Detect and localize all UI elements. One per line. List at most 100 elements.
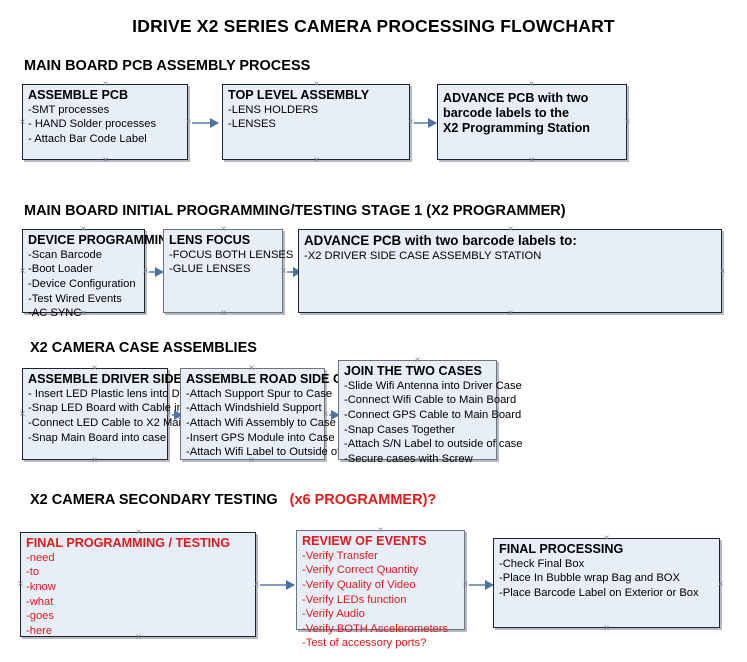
handle-left[interactable]: [18, 410, 27, 419]
box-line: -Attach Windshield Support: [186, 402, 322, 415]
box-top-level-assembly[interactable]: TOP LEVEL ASSEMBLY -LENS HOLDERS -LENSES: [222, 84, 410, 160]
section-heading-text: X2 CAMERA SECONDARY TESTING: [30, 492, 278, 508]
handle-top[interactable]: [602, 534, 611, 543]
handle-left[interactable]: [18, 118, 27, 127]
connector-lensfocus-to-advance: [287, 267, 302, 277]
handle-bottom[interactable]: [101, 156, 110, 165]
handle-right[interactable]: [716, 580, 725, 589]
box-final-processing[interactable]: FINAL PROCESSING -Check Final Box -Place…: [493, 538, 720, 628]
handle-left[interactable]: [16, 580, 25, 589]
box-lens-focus[interactable]: LENS FOCUS -FOCUS BOTH LENSES -GLUE LENS…: [163, 229, 294, 313]
handle-top[interactable]: [527, 80, 536, 89]
box-line: -Snap LED Board with Cable into Case: [28, 402, 222, 415]
handle-right[interactable]: [493, 410, 502, 419]
handle-bottom[interactable]: [134, 633, 143, 642]
connector-toplevel-to-advance: [414, 118, 437, 128]
box-line: -Secure cases with Screw: [344, 452, 473, 465]
box-line: -Place Barcode Label on Exterior or Box: [499, 586, 699, 599]
handle-right[interactable]: [623, 118, 632, 127]
handle-top[interactable]: [506, 225, 515, 234]
box-device-programming[interactable]: DEVICE PROGRAMMING -Scan Barcode -Boot L…: [22, 229, 178, 319]
box-line: -here: [26, 624, 53, 637]
handle-bottom[interactable]: [527, 156, 536, 165]
box-review-of-events[interactable]: REVIEW OF EVENTS -Verify Transfer -Verif…: [296, 530, 465, 649]
box-header: ADVANCE PCB with two barcode labels to:: [304, 233, 577, 248]
box-line: -Scan Barcode: [28, 248, 103, 261]
box-line: -X2 DRIVER SIDE CASE ASSEMBLY STATION: [304, 249, 542, 262]
connector-pcb-to-toplevel: [192, 118, 219, 128]
box-line: -need: [26, 551, 55, 564]
handle-top[interactable]: [413, 356, 422, 365]
box-line: -Verify Transfer: [302, 549, 378, 562]
box-line: -LENSES: [228, 118, 276, 131]
box-header: ADVANCE PCB with two: [443, 91, 589, 105]
box-header: FINAL PROCESSING: [499, 542, 624, 556]
handle-top[interactable]: [79, 225, 88, 234]
box-header: LENS FOCUS: [169, 233, 251, 247]
box-header: ASSEMBLE DRIVER SIDE CASE: [28, 372, 221, 386]
connector-review-to-final-processing: [469, 580, 494, 590]
box-line: -Snap Main Board into case: [28, 431, 167, 444]
handle-top[interactable]: [134, 528, 143, 537]
page-title: IDRIVE X2 SERIES CAMERA PROCESSING FLOWC…: [132, 16, 615, 36]
box-line: -AC SYNC: [28, 307, 82, 320]
handle-bottom[interactable]: [90, 456, 99, 465]
handle-top[interactable]: [219, 225, 228, 234]
box-line: -what: [26, 595, 54, 608]
box-line: -Verify LEDs function: [302, 593, 407, 606]
box-line: -Verify Correct Quantity: [302, 564, 419, 577]
box-line: -Place In Bubble wrap Bag and BOX: [499, 572, 680, 585]
handle-bottom[interactable]: [413, 456, 422, 465]
handle-top[interactable]: [247, 364, 256, 373]
box-line: -Check Final Box: [499, 557, 585, 570]
handle-top[interactable]: [376, 526, 385, 535]
handle-bottom[interactable]: [602, 624, 611, 633]
box-line: -Attach S/N Label to outside of case: [344, 438, 523, 451]
handle-bottom[interactable]: [79, 309, 88, 318]
section-heading-case-assemblies: X2 CAMERA CASE ASSEMBLIES: [30, 340, 257, 356]
box-line: -Connect LED Cable to X2 Main Board: [28, 416, 221, 429]
box-line: -goes: [26, 610, 54, 623]
box-header: TOP LEVEL ASSEMBLY: [228, 88, 370, 102]
handle-top[interactable]: [101, 80, 110, 89]
box-final-programming-testing[interactable]: FINAL PROGRAMMING / TESTING -need -to -k…: [20, 532, 256, 637]
box-line: -Attach Wifi Assembly to Case: [186, 416, 336, 429]
handle-bottom[interactable]: [247, 456, 256, 465]
handle-bottom[interactable]: [312, 156, 321, 165]
box-header: REVIEW OF EVENTS: [302, 534, 427, 548]
box-line: -FOCUS BOTH LENSES: [169, 248, 294, 261]
box-line: -Attach Support Spur to Case: [186, 387, 333, 400]
section-heading-initial-programming: MAIN BOARD INITIAL PROGRAMMING/TESTING S…: [24, 203, 566, 219]
box-join-the-two-cases[interactable]: JOIN THE TWO CASES -Slide Wifi Antenna i…: [338, 360, 523, 465]
handle-right[interactable]: [718, 267, 727, 276]
box-header: DEVICE PROGRAMMING: [28, 233, 178, 247]
box-line: -Connect Wifi Cable to Main Board: [344, 394, 517, 407]
box-assemble-driver-side-case[interactable]: ASSEMBLE DRIVER SIDE CASE - Insert LED P…: [22, 368, 231, 460]
handle-top[interactable]: [312, 80, 321, 89]
box-line: -Test Wired Events: [28, 292, 122, 305]
box-header: barcode labels to the: [443, 105, 569, 120]
handle-left[interactable]: [18, 267, 27, 276]
handle-bottom[interactable]: [376, 626, 385, 635]
connector-final-prog-to-review: [260, 580, 295, 590]
box-line: -Attach Wifi Label to Outside of Case: [186, 446, 370, 459]
box-assemble-pcb[interactable]: ASSEMBLE PCB -SMT processes - HAND Solde…: [22, 84, 188, 160]
box-advance-pcb-driver-side-station[interactable]: ADVANCE PCB with two barcode labels to: …: [298, 229, 722, 313]
box-line: -know: [26, 580, 56, 593]
handle-bottom[interactable]: [506, 309, 515, 318]
section-heading-note: (x6 PROGRAMMER)?: [289, 492, 437, 508]
box-line: - Insert LED Plastic lens into Driver Ca…: [28, 387, 231, 400]
box-line-overflow: -Test of accessory ports?: [302, 637, 427, 650]
connector-road-case-to-join: [329, 410, 340, 420]
box-assemble-road-side-case[interactable]: ASSEMBLE ROAD SIDE CASE -Attach Support …: [180, 368, 370, 460]
handle-bottom[interactable]: [219, 309, 228, 318]
box-header: X2 Programming Station: [443, 120, 590, 135]
section-heading-secondary-testing: X2 CAMERA SECONDARY TESTING (x6 PROGRAMM…: [30, 492, 436, 508]
box-line: -GLUE LENSES: [169, 263, 251, 276]
handle-top[interactable]: [90, 364, 99, 373]
box-line: -Insert GPS Module into Case: [186, 431, 335, 444]
box-advance-pcb-programming-station[interactable]: ADVANCE PCB with two barcode labels to t…: [437, 84, 627, 160]
connector-device-to-lensfocus: [149, 267, 164, 277]
box-line: -Verify Quality of Video: [302, 578, 416, 591]
